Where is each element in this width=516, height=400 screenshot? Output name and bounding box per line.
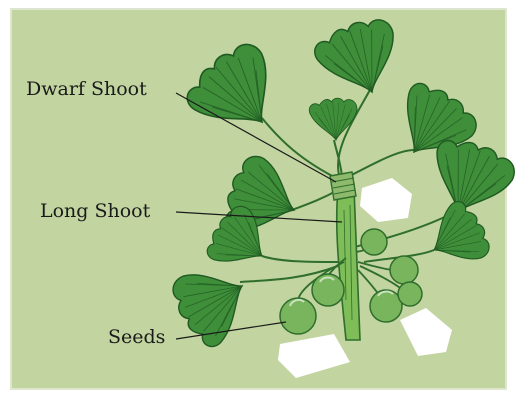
label-long-shoot: Long Shoot (40, 202, 150, 221)
label-seeds: Seeds (108, 328, 165, 347)
label-dwarf-shoot: Dwarf Shoot (26, 80, 147, 99)
